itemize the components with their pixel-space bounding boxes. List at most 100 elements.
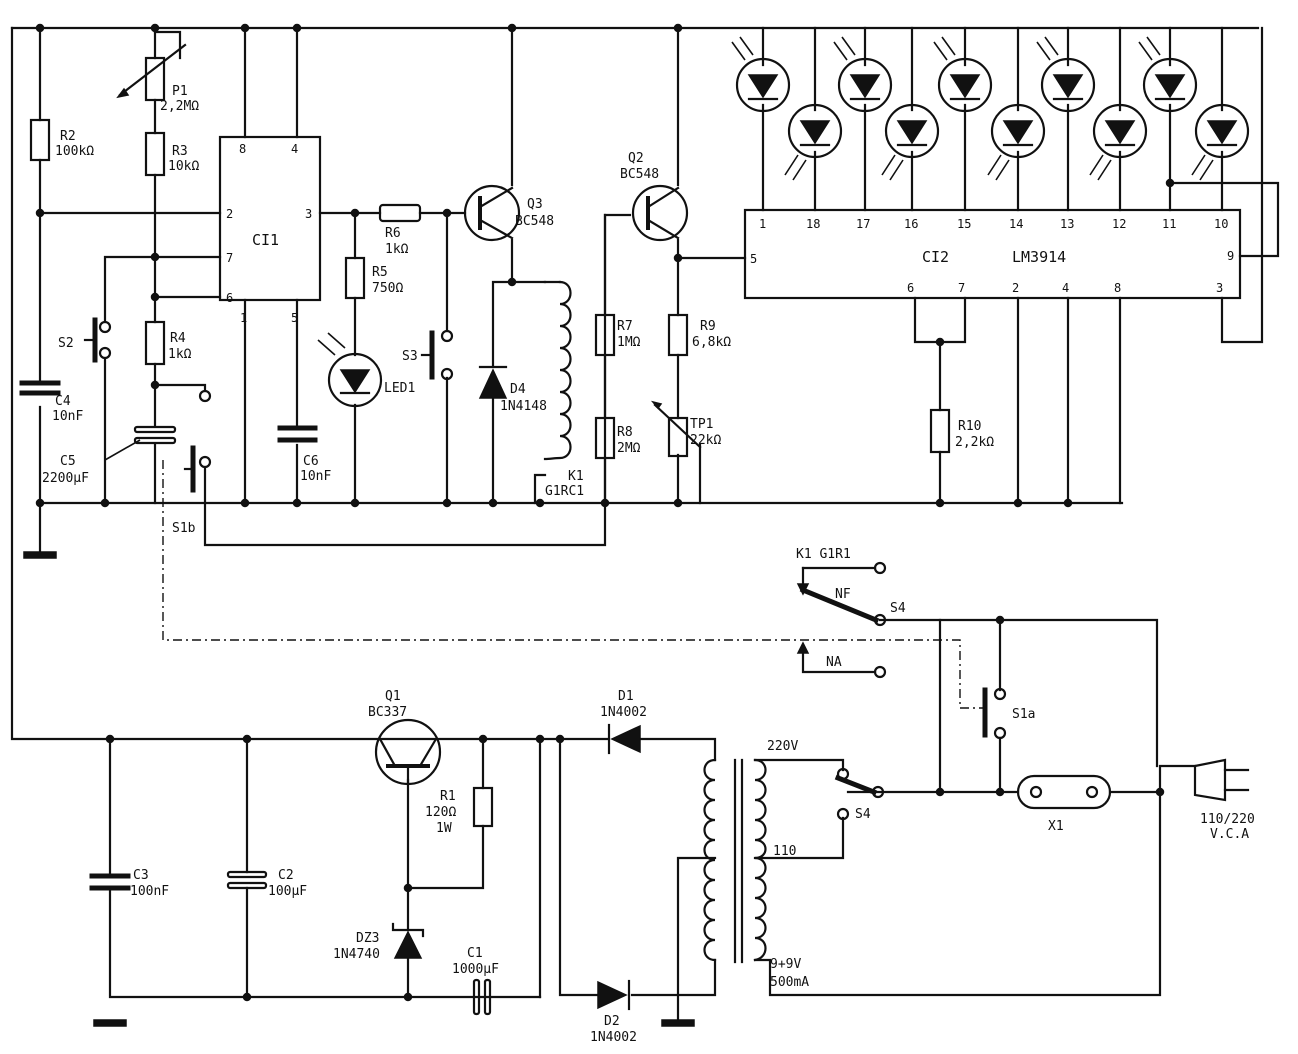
svg-text:6: 6 <box>226 291 233 305</box>
c4-label: C4 <box>55 394 71 409</box>
svg-text:1: 1 <box>759 217 766 231</box>
ci1-label: CI1 <box>252 231 279 249</box>
capacitor-c1: C1 1000µF <box>452 946 499 1016</box>
d1-part: 1N4002 <box>600 705 647 720</box>
secondary-label: 9+9V <box>770 957 801 972</box>
r4-label: R4 <box>170 331 186 346</box>
c3-label: C3 <box>133 868 149 883</box>
resistor-r6: R6 1kΩ <box>378 203 422 257</box>
led-led1: LED1 <box>317 332 415 408</box>
resistor-r10: R10 2,2kΩ <box>929 408 994 454</box>
transistor-q2: Q2 BC548 <box>620 151 689 242</box>
diode-d1: D1 1N4002 <box>600 689 647 755</box>
r1-power: 1W <box>436 821 452 836</box>
led-bar-3 <box>833 36 893 113</box>
svg-text:8: 8 <box>1114 281 1121 295</box>
k1-contact-label: K1 G1R1 <box>796 547 851 562</box>
resistor-r7: R7 1MΩ <box>594 313 641 357</box>
r2-label: R2 <box>60 129 76 144</box>
tp1-label: TP1 <box>690 417 713 432</box>
relay-coil-k1: K1 G1RC1 <box>543 280 584 499</box>
svg-text:7: 7 <box>958 281 965 295</box>
svg-text:12: 12 <box>1112 217 1126 231</box>
svg-text:7: 7 <box>226 251 233 265</box>
resistor-r9: R9 6,8kΩ <box>667 313 731 357</box>
svg-text:2: 2 <box>226 207 233 221</box>
resistor-r2: R2 100kΩ <box>29 118 94 162</box>
r10-label: R10 <box>958 419 981 434</box>
led-bar-4 <box>881 103 940 181</box>
switch-s1b: S1b <box>162 389 985 709</box>
r6-value: 1kΩ <box>385 242 409 257</box>
svg-text:15: 15 <box>957 217 971 231</box>
s4-label: S4 <box>855 807 871 822</box>
na-label: NA <box>826 655 842 670</box>
junction-dots <box>35 23 1175 1002</box>
transistor-q3: Q3 BC548 <box>463 184 554 242</box>
r4-value: 1kΩ <box>168 347 192 362</box>
d2-part: 1N4002 <box>590 1030 637 1045</box>
primary-110-label: 110 <box>773 844 796 859</box>
d4-label: D4 <box>510 382 526 397</box>
svg-text:9: 9 <box>1227 249 1234 263</box>
ground-symbols <box>23 551 695 1027</box>
svg-text:6: 6 <box>907 281 914 295</box>
svg-text:14: 14 <box>1009 217 1023 231</box>
c5-label: C5 <box>60 454 76 469</box>
fuse-x1: X1 <box>1016 774 1112 834</box>
k1-label: K1 <box>568 469 584 484</box>
switch-s3: S3 <box>402 329 454 381</box>
ic-ci1: CI1 8 4 2 3 7 6 1 5 <box>218 135 322 325</box>
svg-text:4: 4 <box>291 142 298 156</box>
c1-label: C1 <box>467 946 483 961</box>
resistor-r3: R3 10kΩ <box>144 131 199 177</box>
dz3-part: 1N4740 <box>333 947 380 962</box>
r1-label: R1 <box>440 789 456 804</box>
r8-value: 2MΩ <box>617 441 641 456</box>
diode-d4: D4 1N4148 <box>478 365 547 414</box>
svg-text:11: 11 <box>1162 217 1176 231</box>
ic-ci2: CI2 LM3914 1 18 17 16 15 14 13 12 11 10 … <box>743 208 1242 300</box>
r5-value: 750Ω <box>372 281 403 296</box>
tp1-value: 22kΩ <box>690 433 721 448</box>
svg-text:2: 2 <box>1012 281 1019 295</box>
svg-text:1: 1 <box>240 311 247 325</box>
r7-value: 1MΩ <box>617 335 641 350</box>
mains-voltage-label: 110/220 <box>1200 812 1255 827</box>
capacitor-c4: C4 10nF <box>19 380 83 424</box>
q2-part: BC548 <box>620 167 659 182</box>
led-bar-7 <box>1036 36 1096 113</box>
svg-text:10: 10 <box>1214 217 1228 231</box>
led-bar-10 <box>1191 103 1250 181</box>
svg-text:3: 3 <box>305 207 312 221</box>
potentiometer-p1: P1 2,2MΩ <box>116 43 199 114</box>
p1-value: 2,2MΩ <box>160 99 199 114</box>
svg-text:16: 16 <box>904 217 918 231</box>
s3-label: S3 <box>402 349 418 364</box>
zener-dz3: DZ3 1N4740 <box>333 922 425 962</box>
svg-text:17: 17 <box>856 217 870 231</box>
c2-label: C2 <box>278 868 294 883</box>
svg-text:18: 18 <box>806 217 820 231</box>
k1-part: G1RC1 <box>545 484 584 499</box>
ci2-label: CI2 <box>922 248 949 266</box>
c4-value: 10nF <box>52 409 83 424</box>
s1a-label: S1a <box>1012 707 1035 722</box>
r5-label: R5 <box>372 265 388 280</box>
r1-value: 120Ω <box>425 805 456 820</box>
svg-text:4: 4 <box>1062 281 1069 295</box>
ci2-part: LM3914 <box>1012 248 1066 266</box>
led-bar-6 <box>987 103 1046 181</box>
c6-label: C6 <box>303 454 319 469</box>
led-bar <box>731 36 1250 181</box>
secondary-current-label: 500mA <box>770 975 809 990</box>
trimpot-tp1: TP1 22kΩ <box>650 400 721 458</box>
s2-label: S2 <box>58 336 74 351</box>
r10-value: 2,2kΩ <box>955 435 994 450</box>
r9-label: R9 <box>700 319 716 334</box>
capacitor-c3: C3 100nF <box>89 868 169 899</box>
c1-value: 1000µF <box>452 962 499 977</box>
primary-220-label: 220V <box>767 739 798 754</box>
led-bar-9 <box>1138 36 1198 113</box>
